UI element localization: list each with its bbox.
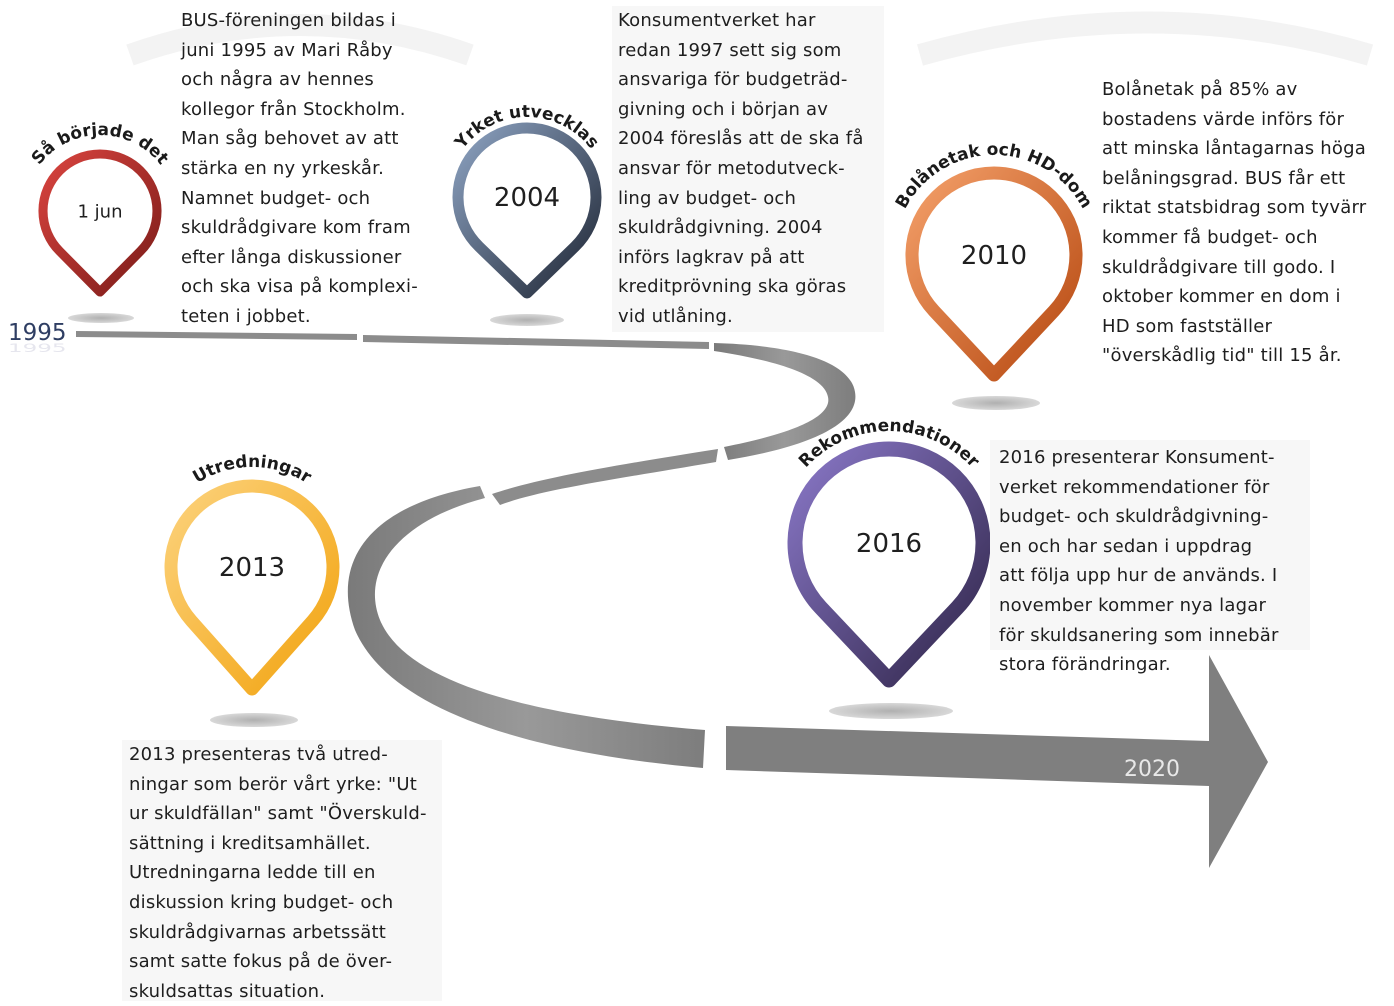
text-line: ur skuldfällan" samt "Överskuld- <box>129 803 427 825</box>
text-backdrop-2016 <box>990 440 1310 650</box>
pin-label: 2013 <box>219 553 285 583</box>
text-line: oktober kommer en dom i <box>1102 286 1341 308</box>
text-line: sättning i kreditsamhället. <box>129 832 371 854</box>
map-pin-icon <box>452 122 602 299</box>
text-line: samt satte fokus på de över- <box>129 951 393 973</box>
text-line: 2004 föreslås att de ska få <box>618 128 864 150</box>
text-line: skuldsattas situation. <box>129 980 326 1002</box>
text-line: 2016 presenterar Konsument- <box>999 447 1275 468</box>
timeline-road <box>76 331 1268 868</box>
text-line: ansvar för metodutveck- <box>618 157 845 179</box>
text-line: kreditprövning ska göras <box>618 276 847 298</box>
text-line: Namnet budget- och <box>181 187 371 209</box>
map-pin-icon <box>164 479 340 696</box>
text-line: givning och i början av <box>618 98 829 120</box>
event-text-2013: 2013 presenteras två utred-ningar som be… <box>129 740 427 1006</box>
text-line: ling av budget- och <box>618 187 797 209</box>
road-curve-upper <box>714 343 856 460</box>
text-line: november kommer nya lagar <box>999 594 1267 616</box>
text-line: BUS-föreningen bildas i <box>181 10 396 31</box>
text-line: teten i jobbet. <box>181 305 311 327</box>
text-line: budget- och skuldrådgivning- <box>999 506 1269 528</box>
road-arrow <box>726 655 1268 868</box>
pin-shadow <box>829 703 953 719</box>
start-year-reflection: 1995 <box>8 342 67 355</box>
text-line: ningar som berör vårt yrke: "Ut <box>129 773 417 795</box>
text-line: kommer få budget- och <box>1102 226 1318 248</box>
text-line: belåningsgrad. BUS får ett <box>1102 167 1346 189</box>
text-line: riktat statsbidrag som tyvärr <box>1102 197 1367 219</box>
text-line: kollegor från Stockholm. <box>181 98 406 120</box>
pin-shadow <box>952 396 1040 410</box>
pin-label: 2016 <box>856 529 922 559</box>
text-line: "överskådlig tid" till 15 år. <box>1102 345 1342 367</box>
pin-label: 1 jun <box>78 201 123 222</box>
text-line: för skuldsanering som innebär <box>999 624 1279 646</box>
text-line: vid utlåning. <box>618 305 733 327</box>
road-segment-start <box>76 331 357 340</box>
end-year-label: 2020 <box>1124 757 1180 782</box>
arc-title-text: Så började det <box>28 120 173 169</box>
pin-shadow <box>490 314 564 326</box>
text-line: bostadens värde införs för <box>1102 108 1345 130</box>
text-line: juni 1995 av Mari Råby <box>181 39 393 61</box>
text-line: HD som fastställer <box>1102 315 1273 337</box>
text-line: skuldrådgivning. 2004 <box>618 217 823 239</box>
text-line: Bolånetak på 85% av <box>1102 79 1298 100</box>
map-pin-icon <box>787 441 991 688</box>
pin-shadow <box>68 313 134 323</box>
text-line: Konsumentverket har <box>618 10 816 31</box>
map-pin-icon <box>38 149 162 297</box>
text-line: redan 1997 sett sig som <box>618 39 842 61</box>
event-text-1995: BUS-föreningen bildas i juni 1995 av Mari… <box>181 6 418 332</box>
text-backdrop-2013 <box>122 740 442 1001</box>
text-backdrop-2004 <box>612 6 884 332</box>
road-segment-2 <box>363 335 709 349</box>
text-line: och ska visa på komplexi- <box>181 276 418 298</box>
pin-label: 2004 <box>494 183 560 213</box>
text-line: verket rekommendationer för <box>999 476 1270 498</box>
text-line: stora förändringar. <box>999 654 1171 676</box>
pin-sa-borjade-det: 1 jun Så började det <box>28 120 173 323</box>
text-line: skuldrådgivare till godo. I <box>1102 256 1336 278</box>
text-line: och några av hennes <box>181 69 375 91</box>
pin-shadow <box>210 713 298 727</box>
text-line: 2013 presenteras två utred- <box>129 744 388 765</box>
text-line: diskussion kring budget- och <box>129 891 394 913</box>
event-text-2010: Bolånetak på 85% av bostadens värde inför… <box>1102 75 1366 371</box>
text-line: att följa upp hur de används. I <box>999 565 1278 587</box>
text-line: införs lagkrav på att <box>618 246 805 268</box>
background-arcs <box>126 11 1374 66</box>
text-line: skuldrådgivarnas arbetssätt <box>129 921 386 943</box>
event-text-2016: 2016 presenterar Konsument-verket rekomm… <box>999 443 1279 680</box>
text-line: en och har sedan i uppdrag <box>999 535 1253 557</box>
event-text-2004: Konsumentverket har redan 1997 sett sig s… <box>618 6 864 332</box>
text-line: stärka en ny yrkeskår. <box>181 157 385 179</box>
text-line: Utredningarna ledde till en <box>129 862 376 884</box>
text-line: skuldrådgivare kom fram <box>181 217 411 239</box>
text-line: efter långa diskussioner <box>181 246 402 268</box>
text-line: att minska låntagarnas höga <box>1102 138 1366 160</box>
text-line: Man såg behovet av att <box>181 128 399 150</box>
road-segment-mid <box>492 449 718 505</box>
road-curve-lower <box>347 486 705 768</box>
start-year-label: 1995 <box>8 320 67 346</box>
map-pin-icon <box>905 166 1083 382</box>
arc-title: Så började det <box>28 120 173 169</box>
pin-label: 2010 <box>961 241 1027 271</box>
text-line: ansvariga för budgeträd- <box>618 69 848 91</box>
